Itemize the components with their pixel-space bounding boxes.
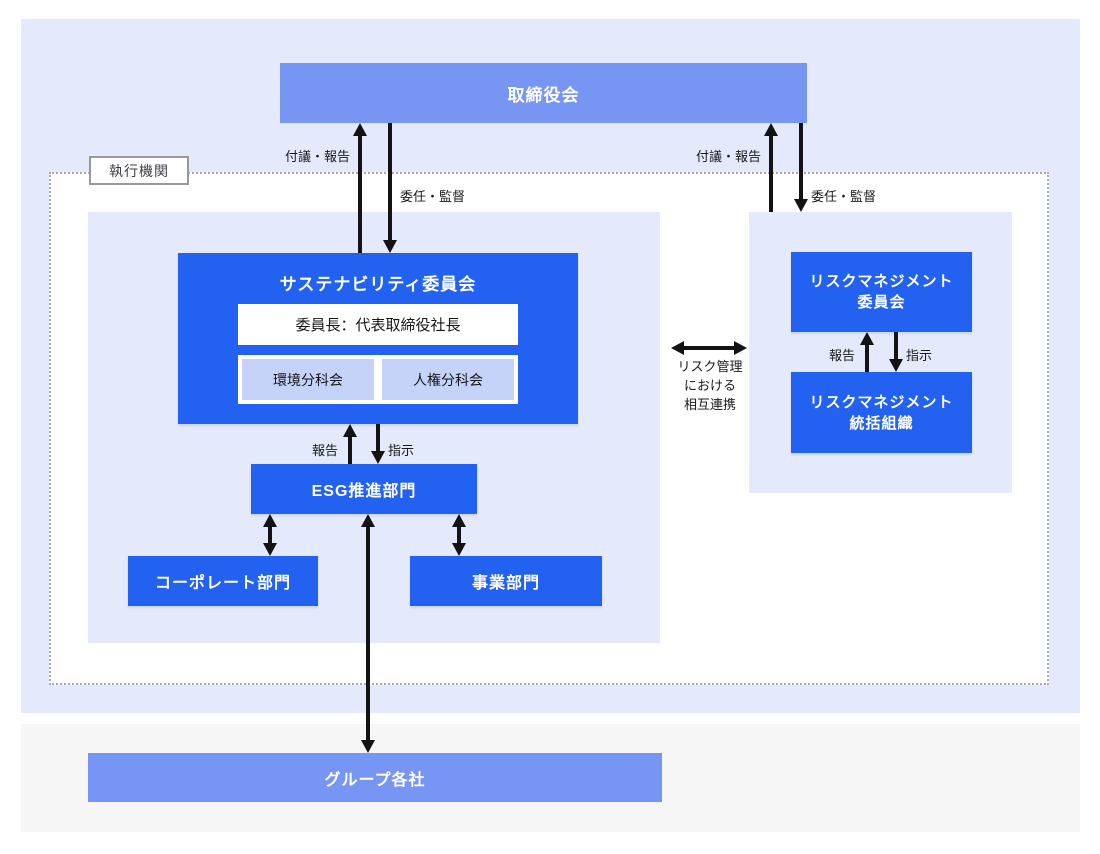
risk-management-committee-box: リスクマネジメント 委員会 [791,252,972,332]
label-board-left-down: 委任・監督 [400,189,466,204]
arrow-risk-report-up [860,332,874,372]
risk-committee-line2: 委員会 [857,294,906,311]
risk-organization-line1: リスクマネジメント [809,393,954,411]
label-esg-instruct: 指示 [388,443,415,458]
arrow-esg-corporate-bidirectional [263,514,277,556]
subcommittee-container: 環境分科会 人権分科会 [238,355,518,404]
esg-promotion-department-box: ESG推進部門 [251,464,477,514]
label-board-right-up: 付議・報告 [695,149,761,164]
arrow-esg-group-companies-bidirectional [361,514,375,753]
arrow-risk-to-board-up [764,123,778,212]
arrow-board-to-committee-down [383,123,397,253]
environment-subcommittee-box: 環境分科会 [242,359,374,400]
mutual-cooperation-line1: リスク管理 [677,359,743,374]
risk-committee-line1: リスクマネジメント [809,273,954,290]
group-companies-box: グループ各社 [88,753,662,802]
risk-management-organization-box: リスクマネジメント 統括組織 [791,372,972,453]
sustainability-committee-title: サステナビリティ委員会 [279,275,477,294]
arrow-mutual-cooperation-bidirectional [671,341,747,355]
corporate-department-box: コーポレート部門 [128,556,318,606]
board-of-directors-box: 取締役会 [280,63,807,123]
mutual-cooperation-line3: 相互連携 [683,397,736,412]
arrow-esg-business-bidirectional [452,514,466,556]
executive-body-label: 執行機関 [89,156,189,185]
sustainability-committee-box: サステナビリティ委員会 委員長：代表取締役社長 環境分科会 人権分科会 [178,253,578,424]
label-board-left-up: 付議・報告 [284,149,350,164]
arrow-committee-to-board-up [353,123,367,253]
label-board-right-down: 委任・監督 [811,189,877,204]
business-department-box: 事業部門 [410,556,602,606]
label-risk-instruct: 指示 [906,348,933,363]
arrow-esg-instruct-down [371,424,385,464]
arrow-risk-instruct-down [889,332,903,372]
arrow-esg-report-up [343,424,357,464]
label-esg-report: 報告 [312,443,339,458]
risk-organization-line2: 統括組織 [849,414,914,432]
human-rights-subcommittee-box: 人権分科会 [382,359,514,400]
label-mutual-cooperation: リスク管理 における 相互連携 [662,357,758,414]
arrow-board-to-risk-down [794,123,808,212]
mutual-cooperation-line2: における [683,378,736,393]
label-risk-report: 報告 [829,348,856,363]
chairperson-box: 委員長：代表取締役社長 [238,304,518,345]
